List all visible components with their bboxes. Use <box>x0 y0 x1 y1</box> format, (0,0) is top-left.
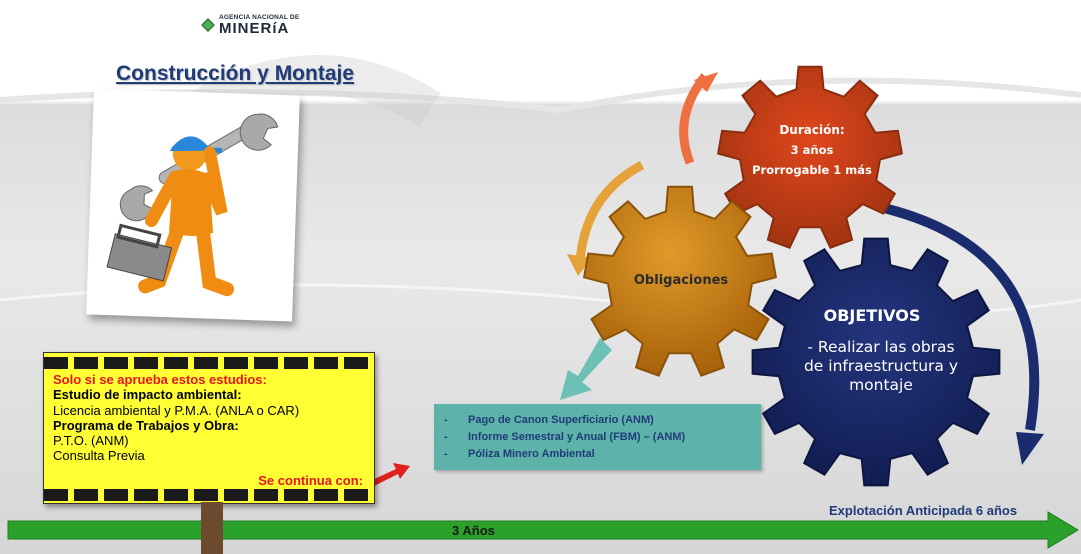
sign-program-label: Programa de Trabajos y Obra: <box>53 417 239 433</box>
warning-sign: Solo si se aprueba estos estudios: Estud… <box>43 352 375 504</box>
objectives-body: - Realizar las obras de infraestructura … <box>803 338 959 394</box>
duration-value: 3 años <box>790 143 834 157</box>
sign-stripe-bottom <box>44 489 374 501</box>
sign-consulta: Consulta Previa <box>53 448 145 464</box>
brand-name: MINERíA <box>219 20 290 37</box>
sign-post <box>201 502 223 554</box>
duration-title: Duración: <box>779 123 845 137</box>
curved-arrow-right <box>878 202 1040 431</box>
duration-gear <box>716 65 904 249</box>
list-item: -Póliza Minero Ambiental <box>444 448 595 460</box>
sign-pto: P.T.O. (ANM) <box>53 433 129 449</box>
objectives-gear <box>751 237 1001 487</box>
sign-study-label: Estudio de impacto ambiental: <box>53 387 242 403</box>
timeline-label: 3 Años <box>452 523 495 538</box>
obligations-box: -Pago de Canon Superficiario (ANM) -Info… <box>434 404 761 470</box>
sign-continue: Se continua con: <box>258 473 363 488</box>
obligations-list: -Pago de Canon Superficiario (ANM) -Info… <box>434 404 761 463</box>
curved-arrow-left <box>575 161 645 263</box>
page-title: Construcción y Montaje <box>116 62 355 85</box>
worker-picture <box>86 88 300 322</box>
brand-logo: AGENCIA NACIONAL DE MINERíA <box>201 14 299 36</box>
teal-arrow <box>560 338 612 400</box>
obligations-gear <box>582 185 778 377</box>
duration-gear-text: Duración: 3 años Prorrogable 1 más <box>752 123 872 177</box>
list-item: -Pago de Canon Superficiario (ANM) <box>444 414 654 426</box>
sign-content: Solo si se aprueba estos estudios: Estud… <box>53 372 299 464</box>
brand-top-text: AGENCIA NACIONAL DE <box>219 14 300 21</box>
duration-extension: Prorrogable 1 más <box>752 163 872 177</box>
next-phase-label: Explotación Anticipada 6 años <box>829 503 1018 518</box>
worker-icon <box>106 113 279 297</box>
list-item: -Informe Semestral y Anual (FBM) – (ANM) <box>444 431 686 443</box>
sign-header: Solo si se aprueba estos estudios: <box>53 372 267 387</box>
objectives-title: OBJETIVOS <box>823 306 921 325</box>
obligations-title: Obligaciones <box>633 273 729 288</box>
sign-license: Licencia ambiental y P.M.A. (ANLA o CAR) <box>53 402 300 418</box>
diamond-icon <box>201 18 215 32</box>
red-arrow <box>368 463 410 488</box>
timeline-arrow <box>7 511 1079 549</box>
sign-stripe-top <box>44 357 374 369</box>
